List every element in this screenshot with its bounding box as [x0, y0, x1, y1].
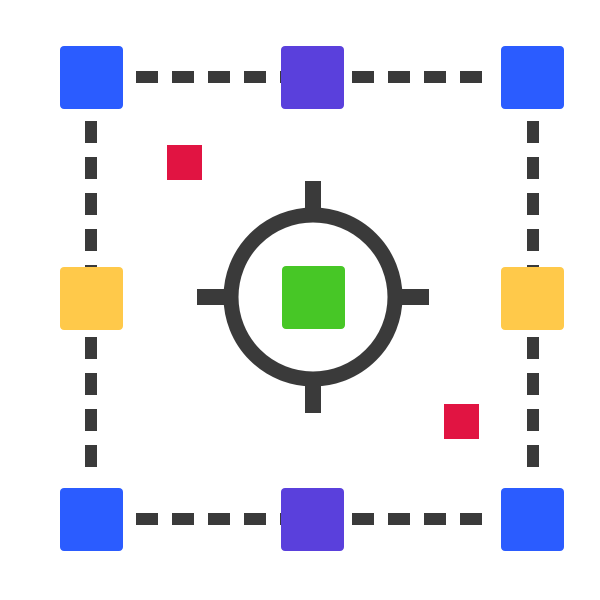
handle-middle-left [60, 267, 123, 330]
crosshair-ring [223, 207, 403, 387]
handle-bottom-middle [281, 488, 344, 551]
handle-top-left [60, 46, 123, 109]
center-square [282, 266, 345, 329]
handle-bottom-right [501, 488, 564, 551]
stray-square-bottom-right [444, 404, 479, 439]
handle-bottom-left [60, 488, 123, 551]
stray-square-top-left [167, 145, 202, 180]
dashed-frame [85, 71, 539, 525]
crosshair-icon [197, 181, 429, 413]
crosshair-tick-right [397, 289, 429, 305]
crosshair-tick-left [197, 289, 229, 305]
handle-top-right [501, 46, 564, 109]
crosshair-tick-top [305, 181, 321, 213]
handles [60, 46, 564, 551]
handle-middle-right [501, 267, 564, 330]
crosshair-tick-bottom [305, 381, 321, 413]
handle-top-middle [281, 46, 344, 109]
